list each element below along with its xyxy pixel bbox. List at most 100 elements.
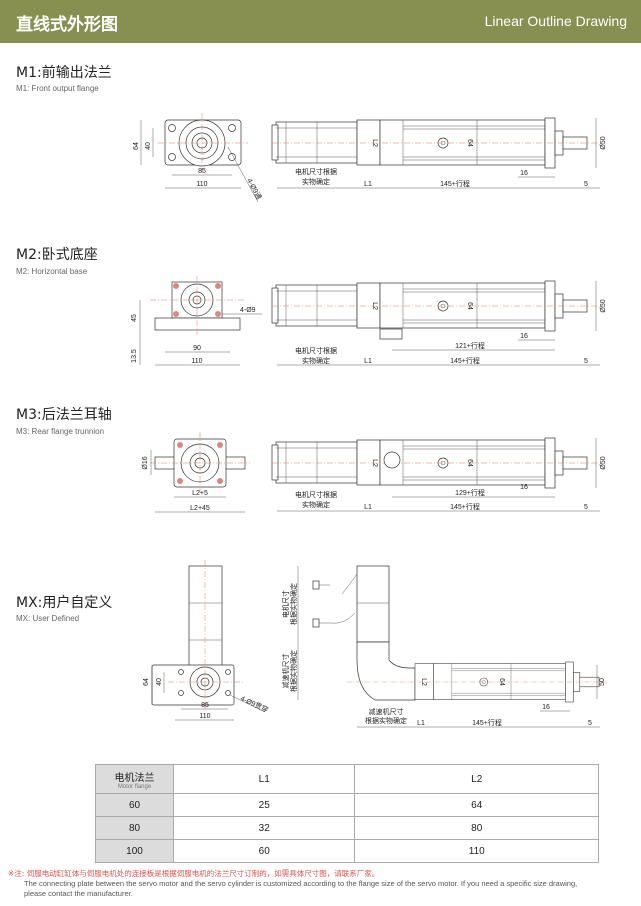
- section-title-m1: M1:前输出法兰: [16, 65, 112, 81]
- dim-stroke: 145+行程: [450, 356, 480, 365]
- motor-body: [356, 565, 390, 643]
- m1-side-view: Ø50 L2 64 电机尺寸根据 实物确定 L1 145+行程 16 5: [271, 117, 607, 189]
- base-foot: [379, 328, 403, 340]
- gear-note-2: 根据实物确定: [289, 650, 298, 692]
- cell-l1: 25: [172, 793, 356, 817]
- section-subtitle-m2: M2: Horizontal base: [16, 267, 88, 276]
- dim-16: 16: [520, 170, 528, 177]
- motor-note-1: 电机尺寸根据: [295, 490, 337, 499]
- header-l2: L2: [354, 764, 599, 794]
- dim-5: 5: [588, 720, 592, 727]
- dim-64: 64: [143, 678, 150, 686]
- gearbox-note-1: 减速机尺寸: [369, 707, 404, 716]
- dim-stroke-121: 121+行程: [455, 341, 485, 350]
- m2-front-view: 45 13.5 90 110 4-Ø9: [131, 276, 262, 366]
- dim-5: 5: [584, 504, 588, 511]
- dim-l2-45: L2+45: [190, 505, 210, 512]
- cell-l1: 60: [172, 839, 356, 863]
- motor-note-2: 根据实物确定: [289, 583, 298, 625]
- dim-stroke-129: 129+行程: [455, 488, 485, 497]
- dim-64: 64: [466, 139, 473, 147]
- dim-64: 64: [466, 459, 473, 467]
- dim-50: 50: [599, 678, 606, 686]
- dim-l1: L1: [364, 358, 372, 365]
- dim-16: 16: [520, 333, 528, 340]
- dim-holes: 4-Ø9通: [245, 177, 264, 201]
- dim-dia: Ø50: [600, 136, 607, 149]
- motor-note-2: 实物确定: [302, 356, 330, 365]
- dim-5: 5: [584, 358, 588, 365]
- motor-note-1: 电机尺寸: [281, 590, 290, 618]
- dim-85: 85: [198, 168, 206, 175]
- header-flange-en: Motor flange: [117, 783, 152, 790]
- cell-flange: 60: [95, 793, 174, 817]
- dim-l1: L1: [364, 504, 372, 511]
- dim-dia: Ø50: [600, 299, 607, 312]
- gearbox-note-2: 根据实物确定: [365, 716, 407, 725]
- mx-front-view: 64 40 85 110 4-Ø9贯穿: [143, 560, 270, 721]
- cell-flange: 100: [95, 839, 174, 863]
- section-title-m2: M2:卧式底座: [16, 247, 98, 263]
- dim-l1: L1: [417, 720, 425, 727]
- dim-l2: L2: [420, 678, 427, 686]
- dim-16: 16: [520, 484, 528, 491]
- section-title-mx: MX:用户自定义: [16, 595, 113, 611]
- m3-front-view: Ø16 L2+5 L2+45: [142, 432, 250, 513]
- dim-stroke: 145+行程: [472, 718, 502, 727]
- header-l1: L1: [172, 764, 356, 794]
- section-subtitle-mx: MX: User Defined: [16, 614, 80, 623]
- cell-flange: 80: [95, 816, 174, 840]
- dim-l1: L1: [364, 181, 372, 188]
- dim-64: 64: [498, 678, 505, 686]
- footnote-en: The connecting plate between the servo m…: [24, 879, 578, 898]
- dim-90: 90: [193, 345, 201, 352]
- dim-l2: L2: [371, 139, 378, 147]
- dim-5: 5: [584, 181, 588, 188]
- dim-stroke: 145+行程: [440, 179, 470, 188]
- dim-40: 40: [156, 678, 163, 686]
- section-subtitle-m3: M3: Rear flange trunnion: [16, 427, 105, 436]
- cell-l2: 80: [354, 816, 599, 840]
- dim-holes: 4-Ø9贯穿: [239, 694, 270, 715]
- cell-l2: 110: [354, 839, 599, 863]
- dim-64: 64: [466, 302, 473, 310]
- page-title-cn: 直线式外形图: [16, 15, 118, 35]
- dim-13-5: 13.5: [131, 349, 138, 363]
- dim-d16: Ø16: [142, 456, 149, 469]
- dim-dia: Ø50: [600, 456, 607, 469]
- dim-l2: L2: [371, 459, 378, 467]
- dim-stroke: 145+行程: [450, 502, 480, 511]
- motor-body: [271, 284, 358, 327]
- m3-side-view: Ø50 L2 64 电机尺寸根据 实物确定 16 129+行程 L1 145+行…: [271, 437, 607, 512]
- motor-note-1: 电机尺寸根据: [295, 167, 337, 176]
- dim-110: 110: [196, 181, 207, 188]
- dim-l2: L2: [371, 302, 378, 310]
- page-title-en: Linear Outline Drawing: [484, 13, 627, 29]
- dim-40: 40: [145, 142, 152, 150]
- dim-45: 45: [131, 314, 138, 322]
- m2-side-view: Ø50 L2 64 电机尺寸根据 实物确定 16 121+行程 L1 145+行…: [271, 280, 607, 366]
- header-flange-cn: 电机法兰: [114, 772, 155, 784]
- header-banner: 直线式外形图 Linear Outline Drawing: [0, 0, 641, 43]
- cell-l1: 32: [172, 816, 356, 840]
- motor-body: [271, 441, 358, 484]
- dim-110: 110: [199, 713, 210, 720]
- footnote-cn: ※注: 伺服电动缸缸体与伺服电机处的连接板是根据伺服电机的法兰尺寸订制的，如需具…: [8, 869, 380, 878]
- motor-note-1: 电机尺寸根据: [295, 346, 337, 355]
- m1-front-view: 64 40 85 110 4-Ø9通: [133, 113, 264, 203]
- dim-l2-5: L2+5: [192, 490, 208, 497]
- trunnion-pin: [383, 451, 401, 469]
- dim-16: 16: [542, 704, 550, 711]
- mx-side-view: 电机尺寸 根据实物确定 减速机尺寸 根据实物确定 减速机尺寸 根据实物确定 L2…: [281, 565, 608, 728]
- dim-110: 110: [191, 358, 202, 365]
- dim-85: 85: [201, 702, 209, 709]
- section-title-m3: M3:后法兰耳轴: [16, 407, 112, 423]
- dim-64: 64: [133, 142, 140, 150]
